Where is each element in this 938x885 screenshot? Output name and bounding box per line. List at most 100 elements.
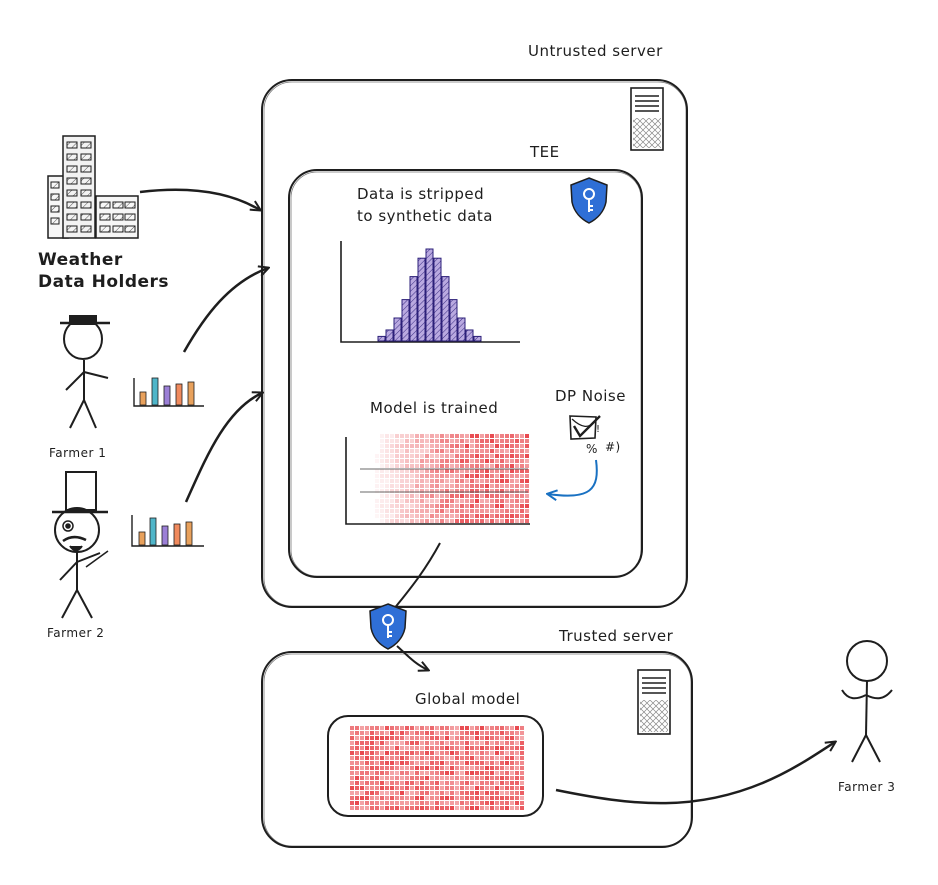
heatmap-cell <box>500 484 504 488</box>
heatmap-cell <box>450 464 454 468</box>
heatmap-cell <box>520 434 524 438</box>
heatmap-cell <box>405 751 409 755</box>
heatmap-cell <box>505 509 509 513</box>
heatmap-cell <box>415 771 419 775</box>
heatmap-cell <box>400 439 404 443</box>
heatmap-cell <box>490 741 494 745</box>
heatmap-cell <box>505 731 509 735</box>
heatmap-cell <box>430 731 434 735</box>
heatmap-cell <box>380 806 384 810</box>
heatmap-cell <box>395 781 399 785</box>
heatmap-cell <box>515 796 519 800</box>
bar-chart-icon <box>131 515 204 547</box>
heatmap-cell <box>410 464 414 468</box>
farmer-icon <box>52 471 108 619</box>
heatmap-cell <box>365 741 369 745</box>
histogram-bar-hatch <box>466 329 473 341</box>
heatmap-cell <box>425 514 429 518</box>
heatmap-cell <box>455 796 459 800</box>
heatmap-cell <box>525 484 529 488</box>
heatmap-cell <box>460 439 464 443</box>
heatmap-cell <box>485 439 489 443</box>
heatmap-cell <box>520 519 524 523</box>
heatmap-cell <box>440 504 444 508</box>
model-trained-label: Model is trained <box>370 399 499 417</box>
heatmap-cell <box>510 494 514 498</box>
heatmap-cell <box>445 766 449 770</box>
heatmap-cell <box>480 796 484 800</box>
heatmap-cell <box>385 746 389 750</box>
heatmap-cell <box>390 504 394 508</box>
heatmap-cell <box>440 439 444 443</box>
heatmap-cell <box>360 766 364 770</box>
heatmap-cell <box>480 494 484 498</box>
heatmap-cell <box>415 439 419 443</box>
heatmap-cell <box>415 781 419 785</box>
heatmap-cell <box>410 504 414 508</box>
heatmap-cell <box>465 771 469 775</box>
heatmap-cell <box>400 796 404 800</box>
heatmap-cell <box>470 494 474 498</box>
heatmap-cell <box>450 761 454 765</box>
heatmap-cell <box>365 776 369 780</box>
heatmap-cell <box>495 766 499 770</box>
heatmap-cell <box>500 434 504 438</box>
heatmap-cell <box>435 801 439 805</box>
heatmap-cell <box>375 731 379 735</box>
heatmap-cell <box>450 746 454 750</box>
heatmap-cell <box>420 454 424 458</box>
heatmap-cell <box>420 756 424 760</box>
heatmap-cell <box>445 806 449 810</box>
heatmap-cell <box>465 464 469 468</box>
heatmap-cell <box>385 489 389 493</box>
heatmap-cell <box>465 776 469 780</box>
heatmap-cell <box>435 776 439 780</box>
untrusted-server-box <box>261 79 688 608</box>
heatmap-cell <box>520 736 524 740</box>
heatmap-cell <box>515 474 519 478</box>
heatmap-cell <box>440 786 444 790</box>
heatmap-cell <box>440 464 444 468</box>
heatmap-cell <box>495 736 499 740</box>
heatmap-cell <box>480 459 484 463</box>
heatmap-cell <box>440 434 444 438</box>
heatmap-cell <box>450 489 454 493</box>
heatmap-cell <box>465 761 469 765</box>
trusted-server-box <box>261 651 693 848</box>
heatmap-cell <box>455 726 459 730</box>
heatmap-cell <box>455 504 459 508</box>
heatmap-cell <box>375 484 379 488</box>
heatmap-cell <box>385 444 389 448</box>
heatmap-cell <box>380 771 384 775</box>
global-model-box <box>327 715 544 817</box>
heatmap-cell <box>415 791 419 795</box>
heatmap-cell <box>475 459 479 463</box>
heatmap-cell <box>495 726 499 730</box>
heatmap-cell <box>485 489 489 493</box>
heatmap-cell <box>475 444 479 448</box>
heatmap-cell <box>365 751 369 755</box>
heatmap-cell <box>495 786 499 790</box>
histogram-bar-hatch <box>434 258 441 341</box>
heatmap-cell <box>365 736 369 740</box>
heatmap-cell <box>400 756 404 760</box>
heatmap-cell <box>490 514 494 518</box>
heatmap-cell <box>400 434 404 438</box>
heatmap-cell <box>420 796 424 800</box>
heatmap-cell <box>415 484 419 488</box>
heatmap-cell <box>460 801 464 805</box>
heatmap-cell <box>405 469 409 473</box>
heatmap-cell <box>420 489 424 493</box>
heatmap-cell <box>440 806 444 810</box>
heatmap-cell <box>490 761 494 765</box>
heatmap-cell <box>450 499 454 503</box>
heatmap-cell <box>445 459 449 463</box>
heatmap-cell <box>475 469 479 473</box>
heatmap-cell <box>430 741 434 745</box>
heatmap-cell <box>490 479 494 483</box>
heatmap-cell <box>520 494 524 498</box>
heatmap-cell <box>420 786 424 790</box>
heatmap-cell <box>395 464 399 468</box>
heatmap-cell <box>495 509 499 513</box>
heatmap-cell <box>415 786 419 790</box>
